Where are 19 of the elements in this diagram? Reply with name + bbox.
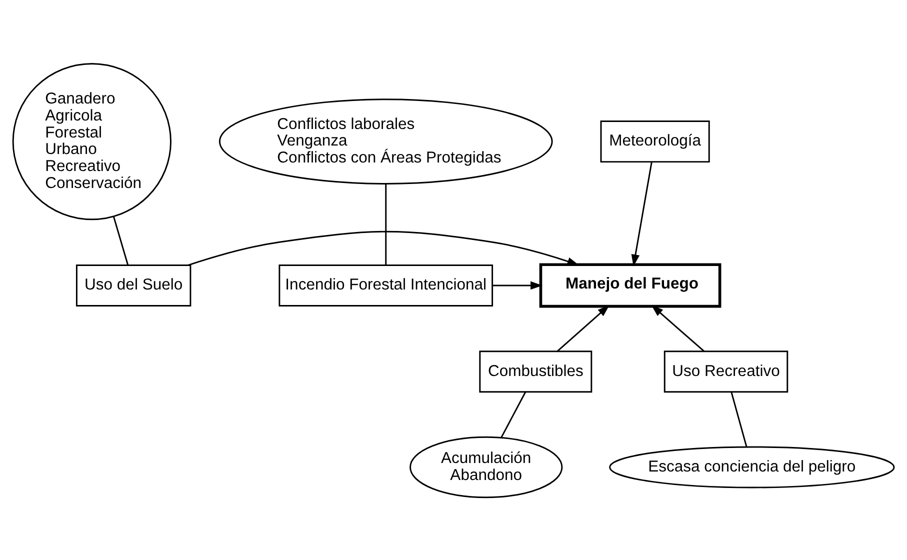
node-box: Combustibles xyxy=(479,350,592,392)
node-ellipse: Conflictos laborales Venganza Conflictos con Áreas Protegidas xyxy=(218,98,553,184)
node-circle: Ganadero Agricola Forestal Urbano Recreativo Conservación xyxy=(12,62,172,220)
node-box: Uso Recreativo xyxy=(664,350,788,392)
connector xyxy=(113,216,129,265)
node-ellipse: Escasa conciencia del peligro xyxy=(609,446,895,488)
node-ellipse: Acumulación Abandono xyxy=(410,436,563,498)
arrow xyxy=(631,161,652,266)
arrow xyxy=(651,304,705,352)
arrow xyxy=(188,230,580,266)
connector xyxy=(730,391,748,446)
connector xyxy=(500,391,526,438)
node-box: Meteorología xyxy=(600,120,710,162)
node-box: Uso del Suelo xyxy=(76,264,192,306)
arrow xyxy=(492,280,542,290)
node-box: Incendio Forestal Intencional xyxy=(278,264,494,306)
arrow xyxy=(556,304,610,352)
node-box: Manejo del Fuego xyxy=(539,262,722,308)
connector xyxy=(385,184,387,265)
